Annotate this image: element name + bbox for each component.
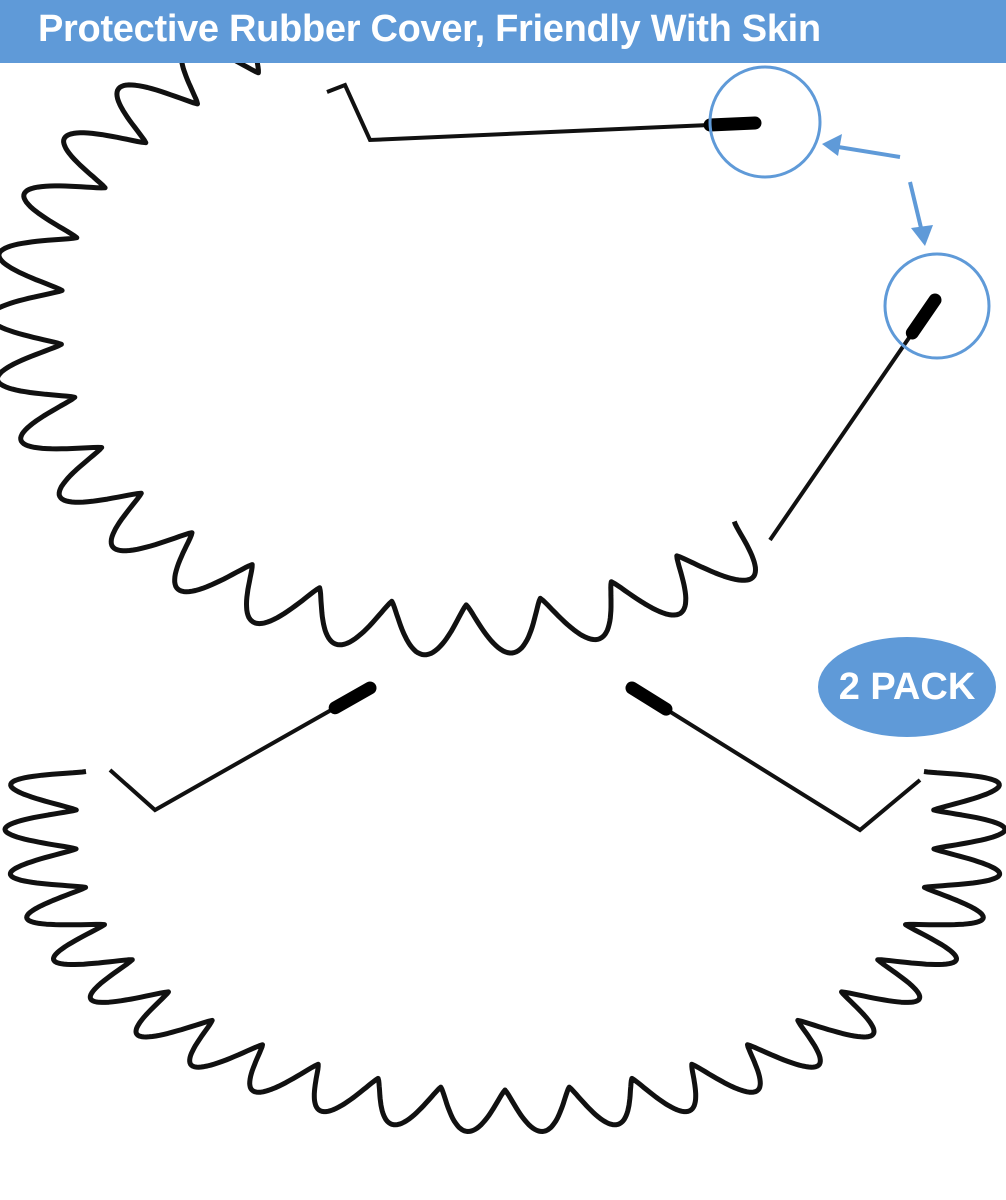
rubber-cap: [905, 293, 942, 340]
zigzag-wire: [0, 11, 758, 658]
arrow-icon: [822, 134, 933, 246]
headband-bottom: [2, 681, 1006, 1134]
callout-circle-top: [708, 65, 822, 179]
side-wire: [630, 686, 922, 833]
rubber-cap: [703, 116, 762, 132]
header-title: Protective Rubber Cover, Friendly With S…: [38, 8, 821, 50]
side-wire: [768, 298, 937, 542]
header-banner: Protective Rubber Cover, Friendly With S…: [0, 0, 1006, 63]
rubber-cap: [625, 681, 673, 716]
pack-badge-label: 2 PACK: [838, 665, 976, 708]
pack-badge: 2 PACK: [818, 637, 996, 737]
zigzag-wire: [2, 769, 1006, 1134]
side-wire: [108, 686, 371, 813]
side-wire: [326, 82, 756, 143]
headband-top: [0, 11, 942, 658]
rubber-cap: [328, 681, 377, 715]
callout-circle-right: [883, 252, 991, 360]
